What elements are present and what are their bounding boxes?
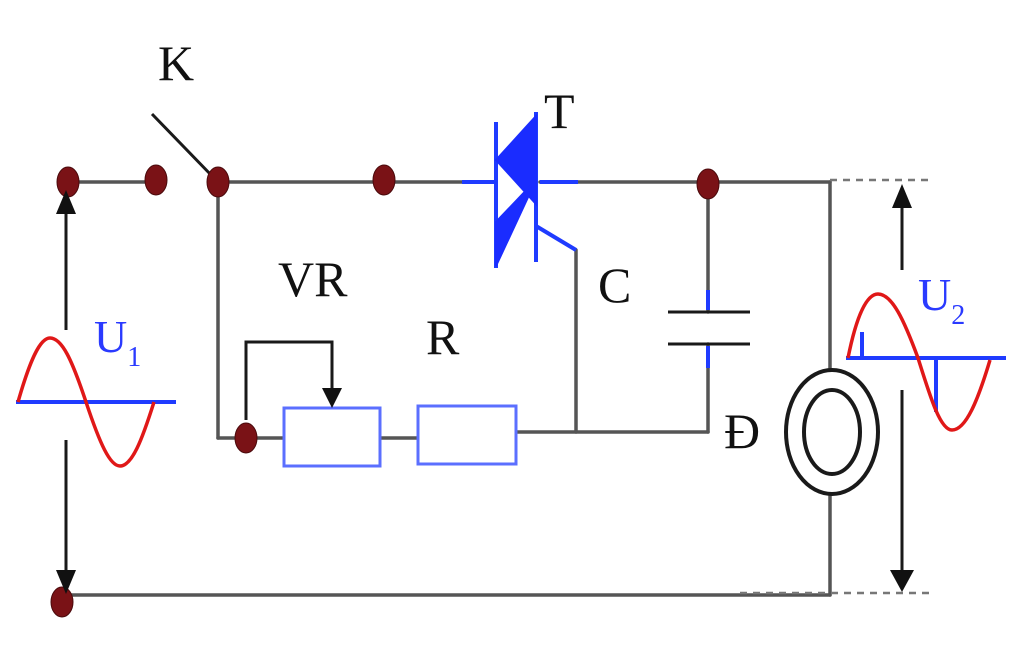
triac-icon [462, 112, 578, 268]
node-input-bottom [50, 586, 74, 618]
switch-label: K [158, 35, 194, 91]
resistor-body [416, 404, 518, 466]
capacitor-label: C [598, 257, 631, 313]
potentiometer-body [282, 406, 382, 468]
capacitor-icon [668, 290, 750, 368]
output-voltage-symbol: U [918, 269, 951, 320]
potentiometer [282, 388, 382, 468]
node-switch-in [144, 164, 168, 196]
potentiometer-label: VR [278, 251, 348, 307]
input-arrow-down [56, 570, 76, 594]
triac-label: T [544, 83, 575, 139]
output-voltage-label: U2 [918, 269, 965, 331]
switch-icon [150, 112, 216, 180]
node-switch-out [206, 166, 230, 198]
node-vr [234, 422, 258, 454]
output-voltage-subscript: 2 [951, 300, 965, 331]
output-voltage-arrows [890, 184, 914, 592]
node-cap-top [696, 168, 720, 200]
wire-vr-wiper [244, 340, 334, 420]
input-voltage-label: U1 [94, 311, 141, 373]
node-input-top [56, 166, 80, 198]
output-arrow-up [892, 184, 912, 208]
switch-lever [150, 112, 216, 180]
lamp-icon [784, 368, 880, 496]
input-voltage-symbol: U [94, 311, 127, 362]
input-arrow-up [56, 190, 76, 214]
input-voltage-subscript: 1 [127, 342, 141, 373]
nodes [50, 164, 720, 618]
input-waveform [16, 336, 176, 468]
output-waveform [846, 292, 1006, 432]
lamp-label: Đ [724, 403, 760, 459]
wires [60, 180, 832, 597]
potentiometer-wiper-arrow [322, 388, 342, 408]
resistor-label: R [426, 309, 460, 365]
node-top-mid [372, 164, 396, 196]
output-arrow-down [890, 570, 914, 592]
input-voltage-arrows [56, 190, 76, 594]
